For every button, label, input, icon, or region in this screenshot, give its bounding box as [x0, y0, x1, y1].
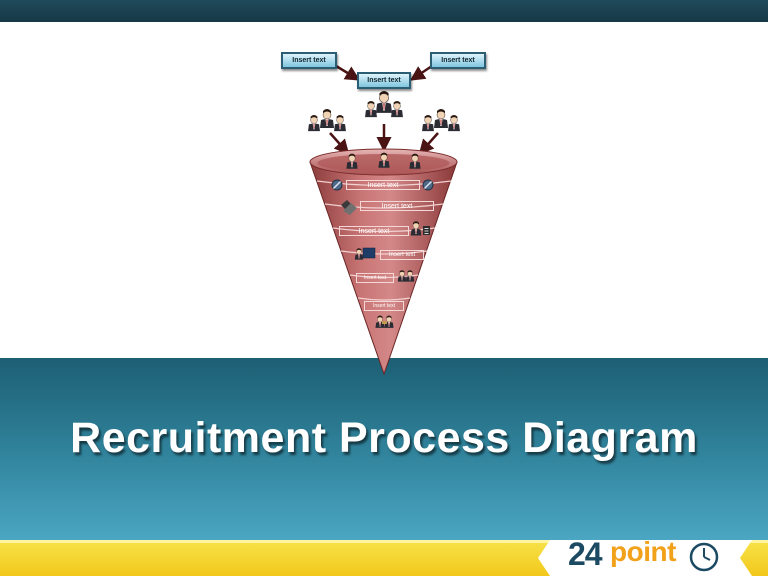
slide-title: Recruitment Process Diagram: [70, 414, 698, 462]
funnel-label-3: Insert text: [339, 226, 409, 236]
clock-icon: [689, 542, 719, 572]
funnel-label-4: Insert text: [380, 250, 424, 260]
top-box-center: Insert text: [357, 72, 411, 89]
funnel-label-1: Insert text: [346, 180, 420, 190]
meeting-icon: [354, 247, 376, 260]
person-group-icon: [421, 108, 461, 132]
top-box-left: Insert text: [281, 52, 337, 69]
person-group-icon: [364, 90, 404, 118]
handshake-icon: [341, 200, 357, 215]
prohibited-icon: [331, 179, 343, 191]
checklist-icon: [410, 220, 430, 236]
prohibited-icon: [422, 179, 434, 191]
footer-highlight: [0, 540, 768, 543]
funnel-label-5: Insert text: [356, 273, 394, 283]
top-box-right: Insert text: [430, 52, 486, 69]
title-band: [0, 358, 768, 540]
logo-word: point: [610, 536, 676, 567]
top-bar: [0, 0, 768, 22]
recruitment-diagram: Insert text Insert text Insert text Inse…: [281, 52, 486, 376]
logo-number: 24: [568, 536, 603, 572]
handshake-icon: [375, 315, 394, 329]
person-group-icon: [307, 108, 347, 132]
funnel-label-6: Insert text: [364, 301, 404, 311]
funnel-graphic: [307, 64, 461, 376]
funnel-label-2: Insert text: [360, 201, 434, 211]
